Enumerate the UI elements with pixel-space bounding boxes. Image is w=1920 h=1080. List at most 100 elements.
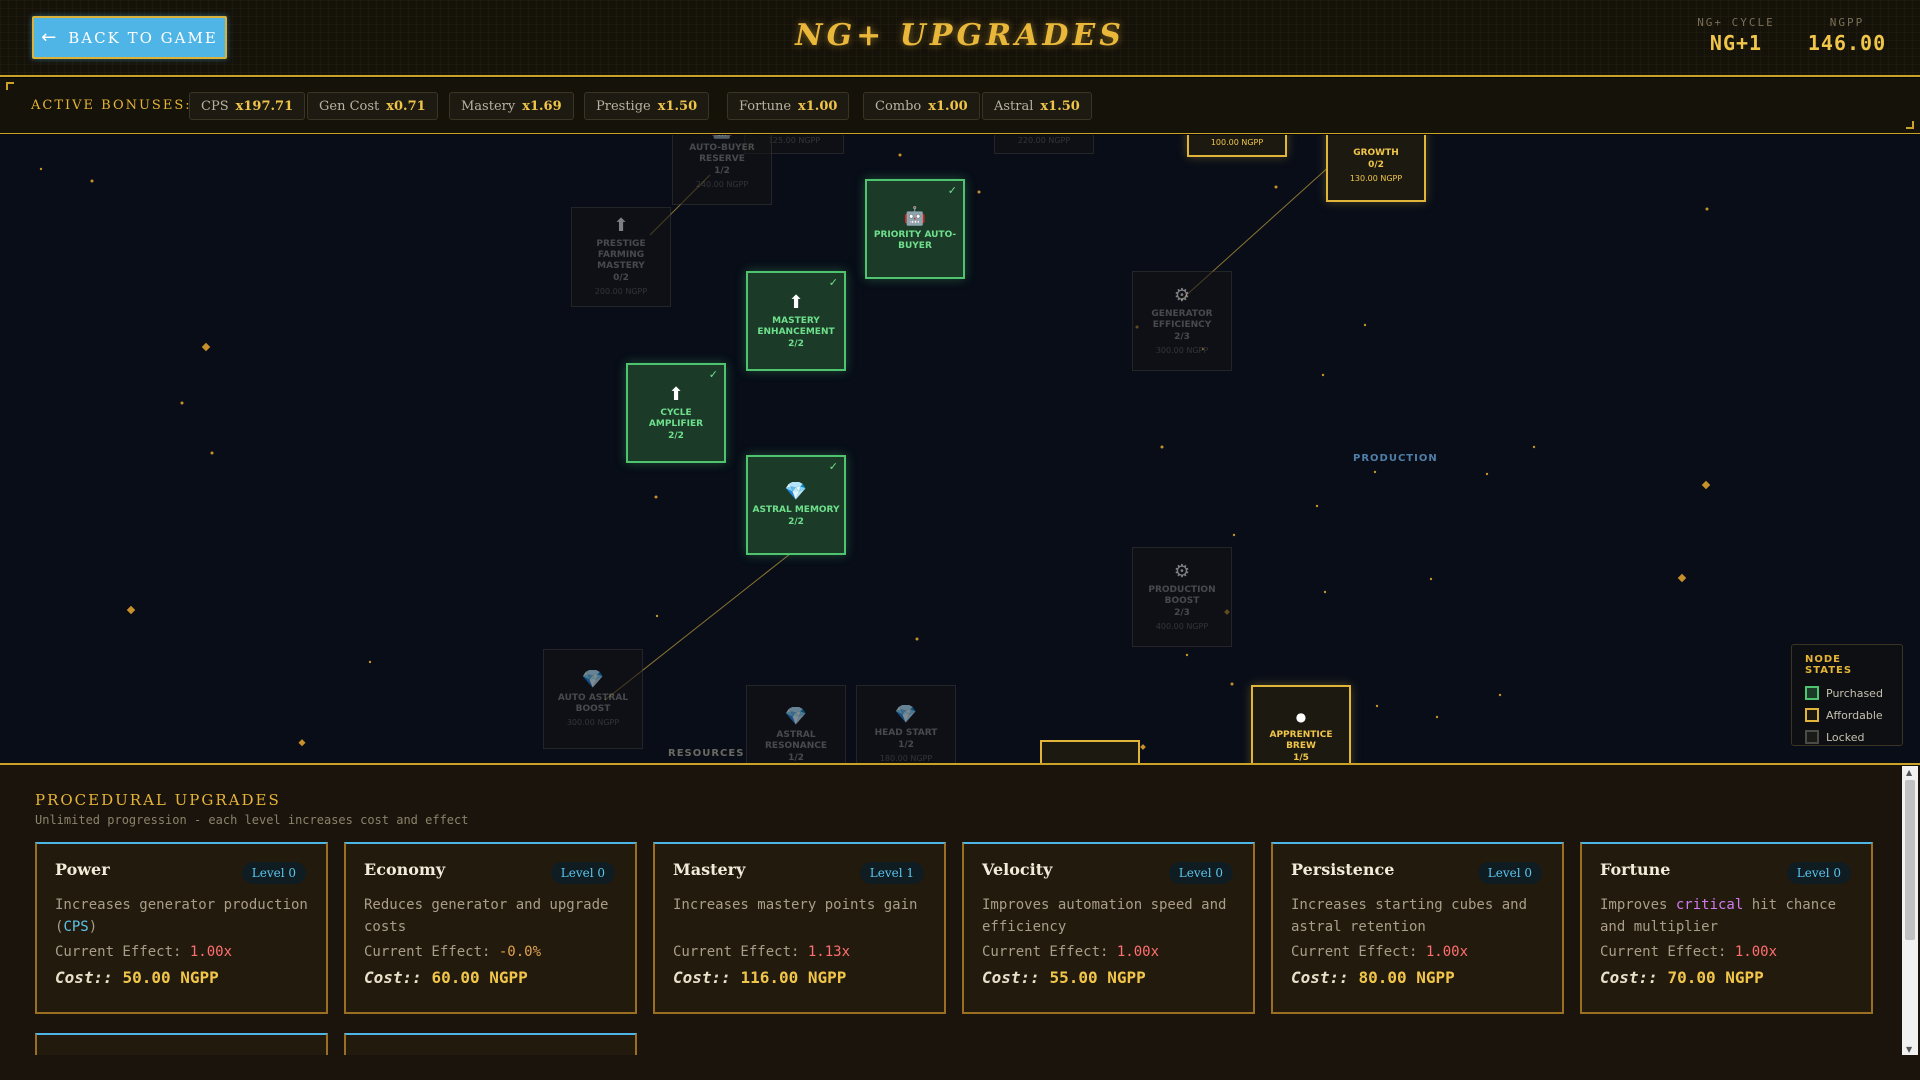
highlight-term: CPS [63,919,89,935]
card-description: Reduces generator and upgrade costs [364,897,609,935]
tree-node-auto-buyer-reserve[interactable]: 🤖 AUTO-BUYER RESERVE 1/2 240.00 NGPP [672,135,772,205]
tree-node-mastery-enhancement[interactable]: ✓ ⬆ MASTERY ENHANCEMENT 2/2 [746,271,846,371]
tree-node-partial[interactable] [1040,740,1140,763]
legend-item-affordable: Affordable [1805,704,1889,726]
cost-value: 50.00 NGPP [122,968,219,987]
gear-icon: ⚙ [1173,560,1191,582]
check-icon: ✓ [708,368,718,381]
tree-node-priority-auto-buyer[interactable]: ✓ 🤖 PRIORITY AUTO-BUYER [865,179,965,279]
tree-node-prestige-farming-mastery[interactable]: ⬆ PRESTIGE FARMING MASTERY 0/2 200.00 NG… [571,207,671,307]
node-level: 2/3 [1174,331,1190,342]
upgrade-card-partial[interactable] [344,1033,637,1055]
bonus-value: x1.50 [657,98,698,114]
bonus-value: x0.71 [386,98,426,114]
node-cost: 125.00 NGPP [767,136,821,145]
card-title: Economy [364,860,446,879]
header-bar: ← BACK TO GAME NG+ UPGRADES NG+ CYCLE NG… [0,0,1920,77]
upgrade-card-partial[interactable] [35,1033,328,1055]
procedural-upgrades-panel: PROCEDURAL UPGRADES Unlimited progressio… [0,763,1920,1055]
tree-node-apprentice-brew[interactable]: ● APPRENTICE BREW 1/5 [1251,685,1351,763]
bonus-name: Gen Cost [319,98,380,114]
tree-node-growth[interactable]: GROWTH 0/2 130.00 NGPP [1326,135,1426,202]
cost-value: 55.00 NGPP [1049,968,1146,987]
tree-node-generator-efficiency[interactable]: ⚙ GENERATOR EFFICIENCY 2/3 300.00 NGPP [1132,271,1232,371]
bonus-name: Prestige [596,98,651,114]
node-name: PRIORITY AUTO-BUYER [873,229,957,251]
card-description: Increases mastery points gain [673,897,918,913]
node-level: 0/2 [613,273,629,283]
region-label-resources: RESOURCES [668,748,745,759]
upgrade-card-mastery[interactable]: Mastery Level 1 Increases mastery points… [653,842,946,1014]
tree-node-astral-memory[interactable]: ✓ 💎 ASTRAL MEMORY 2/2 [746,455,846,555]
legend-title: NODE STATES [1805,654,1853,676]
upgrade-card-power[interactable]: Power Level 0 Increases generator produc… [35,842,328,1014]
legend-swatch [1805,730,1819,744]
scrollbar-thumb[interactable] [1905,780,1915,940]
node-level: 2/2 [668,430,684,441]
active-bonuses-label: ACTIVE BONUSES: [31,98,192,113]
card-cost: Cost:: 70.00 NGPP [1600,968,1764,987]
level-badge: Level 0 [1477,862,1542,884]
effect-value: 1.00x [1425,944,1469,960]
upgrade-card-velocity[interactable]: Velocity Level 0 Improves automation spe… [962,842,1255,1014]
tree-node-astral-resonance[interactable]: 💎 ASTRAL RESONANCE 1/2 [746,685,846,763]
node-cost: 300.00 NGPP [566,717,620,727]
bonus-value: x197.71 [235,98,294,114]
current-effect: Current Effect: 1.13x [673,944,851,960]
level-badge: Level 1 [859,862,924,884]
ng-cycle-stat: NG+ CYCLE NG+1 [1690,16,1782,55]
cost-value: 116.00 NGPP [740,968,847,987]
tree-node-cycle-amplifier[interactable]: ✓ ⬆ CYCLE AMPLIFIER 2/2 [626,363,726,463]
node-cost: 400.00 NGPP [1155,621,1209,631]
highlight-term: critical [1675,897,1744,913]
scroll-up-icon[interactable]: ▲ [1906,768,1913,777]
region-label-production: PRODUCTION [1353,453,1438,464]
bonus-name: Mastery [461,98,516,114]
node-name: PRODUCTION BOOST [1148,584,1216,606]
gem-icon: 💎 [581,668,605,690]
vertical-scrollbar[interactable]: ▲ ▼ [1902,766,1918,1056]
node-name: AUTO-BUYER RESERVE [689,142,755,164]
tree-node-auto-astral-boost[interactable]: 💎 AUTO ASTRAL BOOST 300.00 NGPP [543,649,643,749]
card-cost: Cost:: 50.00 NGPP [55,968,219,987]
card-cost: Cost:: 60.00 NGPP [364,968,528,987]
cost-value: 60.00 NGPP [431,968,528,987]
tree-node-partial[interactable]: 220.00 NGPP [994,135,1094,154]
gem-icon: 💎 [894,704,918,725]
node-level: 1/5 [1293,752,1309,763]
card-cost: Cost:: 55.00 NGPP [982,968,1146,987]
effect-value: 1.00x [1116,944,1160,960]
back-to-game-button[interactable]: ← BACK TO GAME [32,16,227,59]
tree-node-head-start[interactable]: 💎 HEAD START 1/2 180.00 NGPP [856,685,956,763]
node-level: 2/2 [788,338,804,349]
upgrade-card-economy[interactable]: Economy Level 0 Reduces generator and up… [344,842,637,1014]
node-name: APPRENTICE BREW [1269,729,1333,751]
node-name: CYCLE AMPLIFIER [648,407,704,429]
upgrade-card-persistence[interactable]: Persistence Level 0 Increases starting c… [1271,842,1564,1014]
tree-node-production-boost[interactable]: ⚙ PRODUCTION BOOST 2/3 400.00 NGPP [1132,547,1232,647]
bonus-value: x1.69 [522,98,562,114]
check-icon: ✓ [947,184,957,197]
scroll-down-icon[interactable]: ▼ [1906,1045,1913,1054]
upgrade-card-fortune[interactable]: Fortune Level 0 Improves critical hit ch… [1580,842,1873,1014]
node-name: HEAD START [874,728,938,738]
card-title: Power [55,860,110,879]
legend-label: Affordable [1826,708,1883,722]
cost-value: 80.00 NGPP [1358,968,1455,987]
arrow-up-icon: ⬆ [668,383,684,405]
tree-node-partial[interactable]: 100.00 NGPP [1187,135,1287,157]
dot-icon: ● [1295,709,1307,724]
node-level: 0/2 [1368,159,1384,170]
legend-swatch [1805,708,1819,722]
bonus-value: x1.00 [798,98,838,114]
ngpp-label: NGPP [1829,16,1865,29]
upgrade-tree-canvas[interactable]: 125.00 NGPP 220.00 NGPP 100.00 NGPP 🤖 AU… [0,135,1920,763]
arrow-up-icon: ⬆ [788,291,804,313]
node-cost: 130.00 NGPP [1349,173,1403,183]
